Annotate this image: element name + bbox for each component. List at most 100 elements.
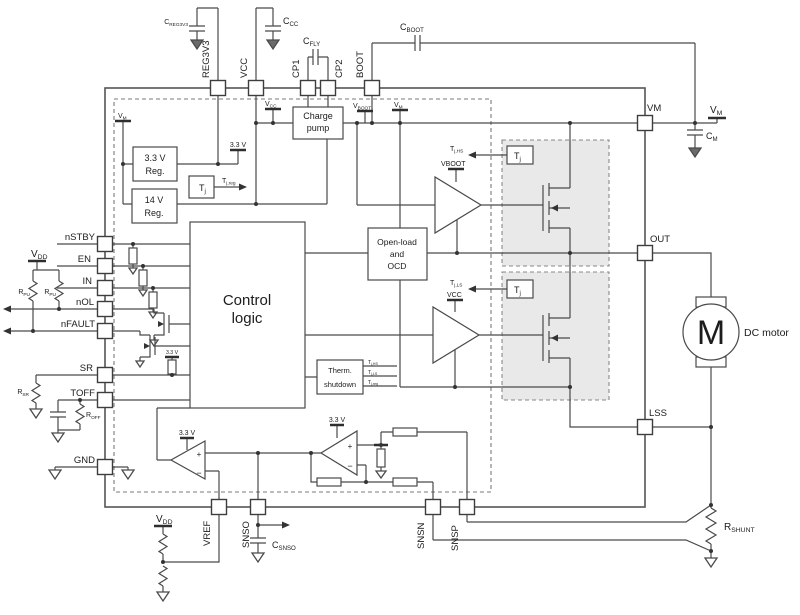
ground-fet-nfault: [134, 360, 146, 369]
internal-resistors: [128, 247, 418, 487]
ground-fet-nol: [148, 339, 160, 348]
pin-label-snsp: SNSP: [450, 525, 461, 551]
pin-label-lss: LSS: [649, 408, 667, 419]
ground-creg3v3: [189, 39, 205, 51]
pin-vm: [636, 114, 654, 132]
label-tj-hs-arrow: Tj,HS: [450, 146, 463, 155]
ground-toff: [50, 432, 66, 444]
block-tj-sensor-hs: [506, 145, 534, 165]
pin-label-sr: SR: [80, 363, 93, 374]
sense-amplifier: [319, 429, 358, 477]
label-rshunt: RSHUNT: [724, 522, 755, 534]
tj-ls-box-label: Tj: [514, 285, 521, 297]
pin-label-cp1: CP1: [291, 60, 302, 78]
motor-letter: M: [697, 314, 725, 352]
block-tj-sensor-reg: [188, 175, 215, 199]
comparator-current-limit: [169, 439, 206, 481]
pin-label-snso: SNSO: [241, 521, 252, 548]
pin-boot: [363, 79, 381, 97]
pin-nstby: [96, 235, 114, 253]
label-creg3v3: CREG3V3: [164, 19, 188, 28]
pin-snsn: [424, 498, 442, 516]
label-rsr: RSR: [17, 389, 29, 398]
pin-label-nfault: nFAULT: [61, 319, 95, 330]
ground-pulldown-2: [137, 289, 149, 298]
block-14v-reg: [131, 188, 178, 224]
pin-toff: [96, 391, 114, 409]
block-14v-reg-label2: Reg.: [144, 208, 163, 218]
tj-reg-box-label: Tj: [199, 183, 206, 195]
block-therm-shutdown: [316, 359, 364, 395]
resistor-rshunt: [704, 507, 718, 545]
body-arrow-nol: [158, 321, 164, 327]
ground-vref-divider: [155, 591, 171, 603]
label-3v3-reg-out: 3.3 V: [230, 142, 247, 149]
block-tj-sensor-ls: [506, 279, 534, 299]
label-3v3-sr-pullup: 3.3 V: [166, 350, 179, 356]
label-3v3-comparator: 3.3 V: [179, 430, 196, 437]
block-14v-reg-label: 14 V: [145, 195, 164, 205]
body-arrow-hs: [551, 204, 558, 212]
block-3v3-reg-label: 3.3 V: [144, 153, 165, 163]
signal-arrows: [3, 151, 558, 529]
label-tj-ls-arrow: Tj,LS: [450, 280, 462, 289]
resistor-rpu-1: [27, 280, 39, 302]
pin-snsp: [458, 498, 476, 516]
control-logic-label: Control: [223, 292, 271, 309]
arrow-snso: [282, 521, 290, 529]
pin-reg3v3: [209, 79, 227, 97]
block-open-load-ocd: [367, 227, 428, 281]
dc-motor: M DC motor: [682, 296, 789, 368]
charge-pump-label2: pump: [307, 123, 330, 133]
arrow-tj-ls: [468, 285, 476, 293]
pin-nol: [96, 300, 114, 318]
pin-label-out: OUT: [650, 234, 670, 245]
ocd-label2: and: [390, 249, 404, 259]
ground-int-gnd: [120, 469, 136, 481]
label-vdd-left: VDD: [31, 249, 48, 261]
power-stage-regions: [501, 139, 610, 401]
arrow-tj-reg: [239, 183, 247, 191]
pin-cp1: [299, 79, 317, 97]
label-cm: CM: [706, 131, 718, 143]
pin-label-reg3v3: REG3V3: [201, 41, 212, 79]
label-rpu-2: RPU: [44, 289, 56, 298]
input-resistor-neg: [392, 477, 418, 487]
pin-vcc: [247, 79, 265, 97]
resistor-vref-bottom: [157, 565, 169, 587]
charge-pump-label: Charge: [303, 111, 333, 121]
body-arrow-nfault: [144, 343, 150, 349]
label-vm-internal-mid: VM: [394, 102, 403, 111]
pin-label-nol: nOL: [76, 297, 94, 308]
pin-label-en: EN: [78, 254, 91, 265]
pin-sr: [96, 366, 114, 384]
gate-driver-low-side: [432, 305, 481, 365]
ground-rsr: [28, 408, 44, 420]
resistor-rpu-2: [53, 280, 65, 302]
label-vcc-driver: VCC: [447, 292, 462, 299]
pin-nfault: [96, 322, 114, 340]
pin-gnd: [96, 458, 114, 476]
label-therm-in-ls: Tj,LS: [368, 370, 378, 376]
ground-pulldown-1: [127, 267, 139, 276]
feedback-resistor: [316, 477, 342, 487]
label-therm-in-hs: Tj,HS: [368, 360, 378, 366]
arrow-nol-out: [3, 305, 11, 313]
label-vm-external: VM: [710, 105, 723, 117]
comparator-minus: −: [196, 468, 201, 478]
pin-in: [96, 279, 114, 297]
motor-label: DC motor: [744, 327, 789, 339]
label-rpu-1: RPU: [18, 289, 30, 298]
pin-label-gnd: GND: [74, 455, 95, 466]
control-logic-label2: logic: [232, 310, 263, 327]
pulldown-en: [138, 269, 148, 287]
ground-ext-gnd: [47, 469, 63, 481]
chip-pins: [96, 79, 654, 516]
ground-pulldown-3: [147, 311, 159, 320]
gate-driver-high-side: [434, 175, 483, 235]
input-resistor-pos: [392, 427, 418, 437]
therm-label2: shutdown: [324, 380, 356, 389]
pin-labels: REG3V3 VCC CP1 CP2 BOOT nSTBY EN IN nOL …: [61, 41, 670, 552]
block-charge-pump: [292, 106, 344, 140]
